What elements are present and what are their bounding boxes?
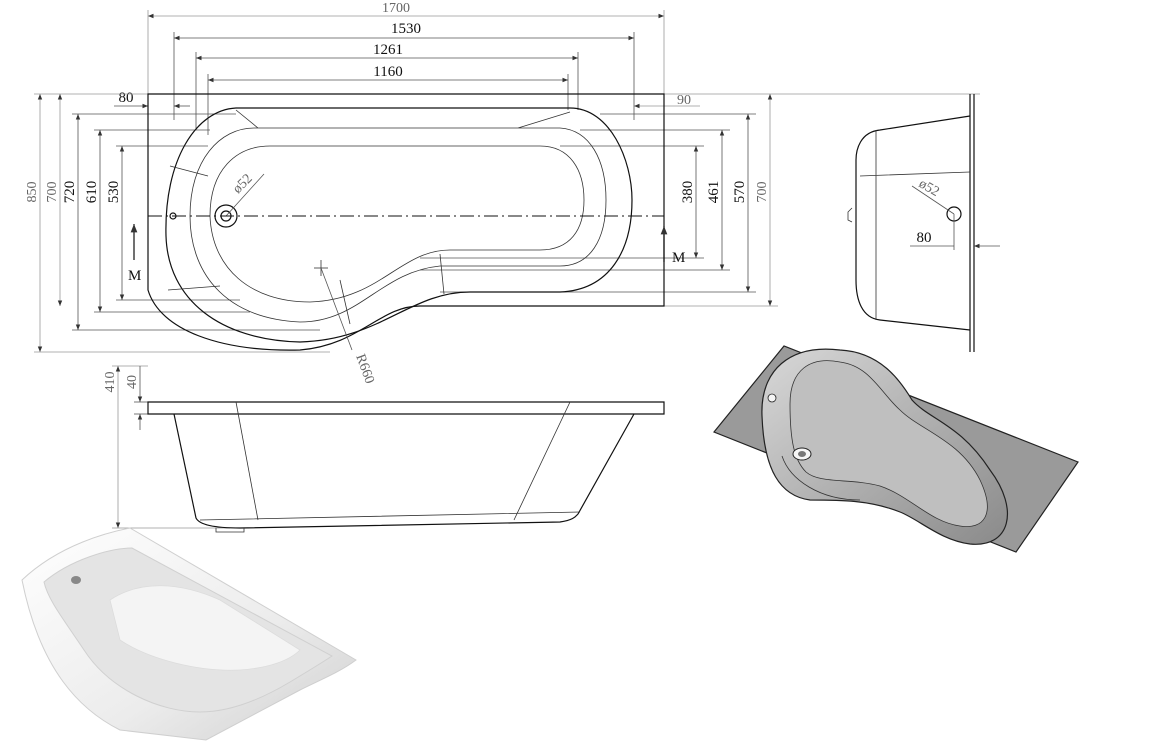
radius-label: R660 bbox=[352, 352, 376, 386]
dim-700-left: 700 bbox=[45, 182, 60, 203]
horizontal-dimensions: 1700 1530 1261 1160 80 90 bbox=[114, 1, 700, 135]
dim-1530: 1530 bbox=[391, 21, 421, 37]
white-render-3d bbox=[21, 527, 357, 741]
dim-530: 530 bbox=[106, 181, 122, 204]
rim-40: 40 bbox=[125, 375, 140, 389]
dim-570: 570 bbox=[732, 181, 748, 204]
dim-720: 720 bbox=[62, 181, 78, 204]
dim-90: 90 bbox=[677, 93, 691, 108]
vertical-dimensions-left: 850 700 720 610 530 bbox=[25, 93, 330, 353]
section-marker-left: M bbox=[128, 268, 141, 284]
height-410: 410 bbox=[103, 372, 118, 393]
plan-view: 1700 1530 1261 1160 80 90 850 bbox=[25, 1, 980, 386]
dim-1261: 1261 bbox=[373, 42, 403, 58]
section-marker-right: M bbox=[672, 250, 685, 266]
side-waste-diameter: ø52 bbox=[916, 176, 942, 199]
dim-80: 80 bbox=[119, 90, 134, 106]
shaded-3d-model bbox=[713, 345, 1079, 553]
front-elevation: 410 40 bbox=[103, 365, 665, 533]
dim-1700: 1700 bbox=[382, 1, 410, 16]
dim-850: 850 bbox=[25, 182, 40, 203]
side-view: ø52 80 bbox=[847, 94, 1000, 352]
bath-plan-outline: ø52 M M R660 bbox=[128, 93, 685, 386]
dim-700-right: 700 bbox=[755, 182, 770, 203]
vertical-dimensions-right: 380 461 570 700 bbox=[420, 93, 980, 307]
side-offset-label: 80 bbox=[917, 230, 932, 246]
dim-1160: 1160 bbox=[373, 64, 402, 80]
dim-461: 461 bbox=[706, 181, 722, 204]
dim-380: 380 bbox=[680, 181, 696, 204]
dim-610: 610 bbox=[84, 181, 100, 204]
waste-diameter-label: ø52 bbox=[230, 171, 255, 196]
